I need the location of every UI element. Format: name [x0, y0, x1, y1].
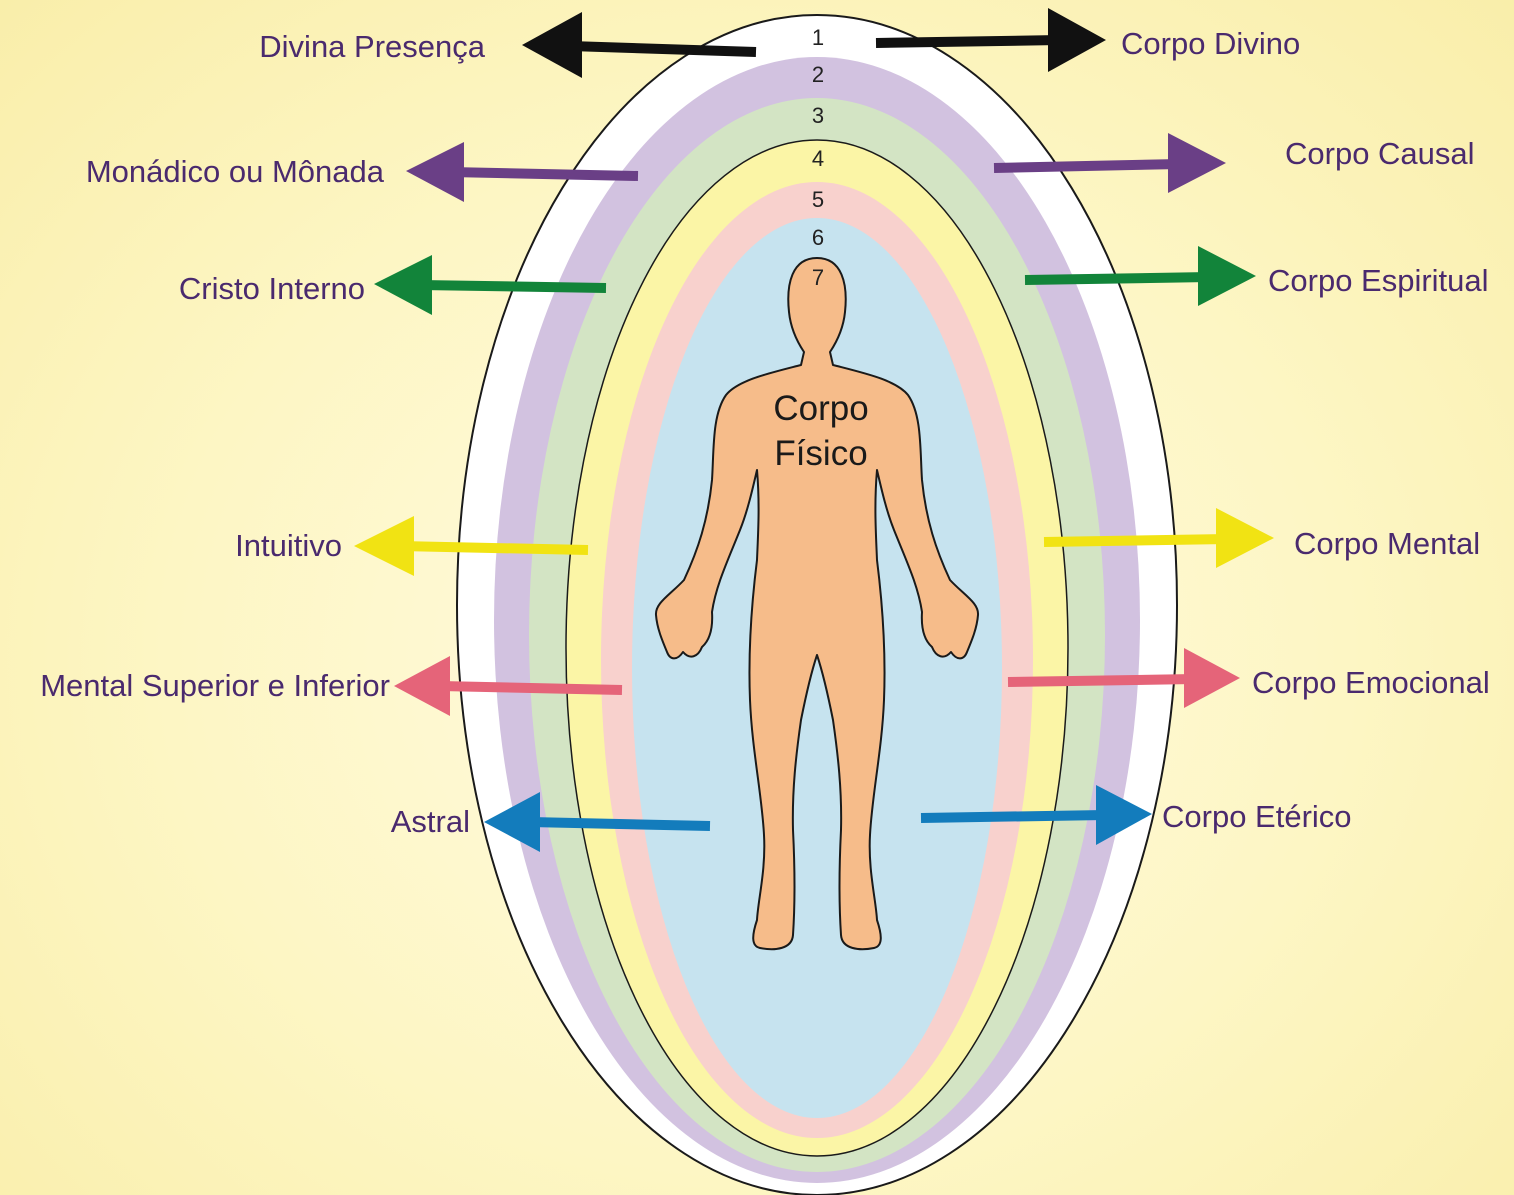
physical-body-label-line2: Físico: [774, 434, 867, 473]
layer-number-7: 7: [812, 265, 824, 290]
label-corpo-emocional: Corpo Emocional: [1252, 665, 1490, 700]
label-corpo-divino: Corpo Divino: [1121, 26, 1300, 61]
label-corpo-eterico: Corpo Etérico: [1162, 799, 1352, 834]
label-astral: Astral: [391, 804, 470, 839]
label-cristo-interno: Cristo Interno: [179, 271, 365, 306]
layer-number-4: 4: [812, 146, 824, 171]
physical-body-label-line1: Corpo: [773, 389, 868, 428]
label-divina-presenca: Divina Presença: [259, 29, 485, 64]
layer-number-1: 1: [812, 25, 824, 50]
label-corpo-espiritual: Corpo Espiritual: [1268, 263, 1489, 298]
layer-number-2: 2: [812, 62, 824, 87]
label-monadico: Monádico ou Mônada: [86, 154, 385, 189]
label-mental-superior-inferior: Mental Superior e Inferior: [40, 668, 390, 703]
label-intuitivo: Intuitivo: [235, 528, 342, 563]
layer-number-3: 3: [812, 103, 824, 128]
label-corpo-mental: Corpo Mental: [1294, 526, 1480, 561]
layer-number-5: 5: [812, 187, 824, 212]
label-corpo-causal: Corpo Causal: [1285, 136, 1475, 171]
layer-number-6: 6: [812, 225, 824, 250]
